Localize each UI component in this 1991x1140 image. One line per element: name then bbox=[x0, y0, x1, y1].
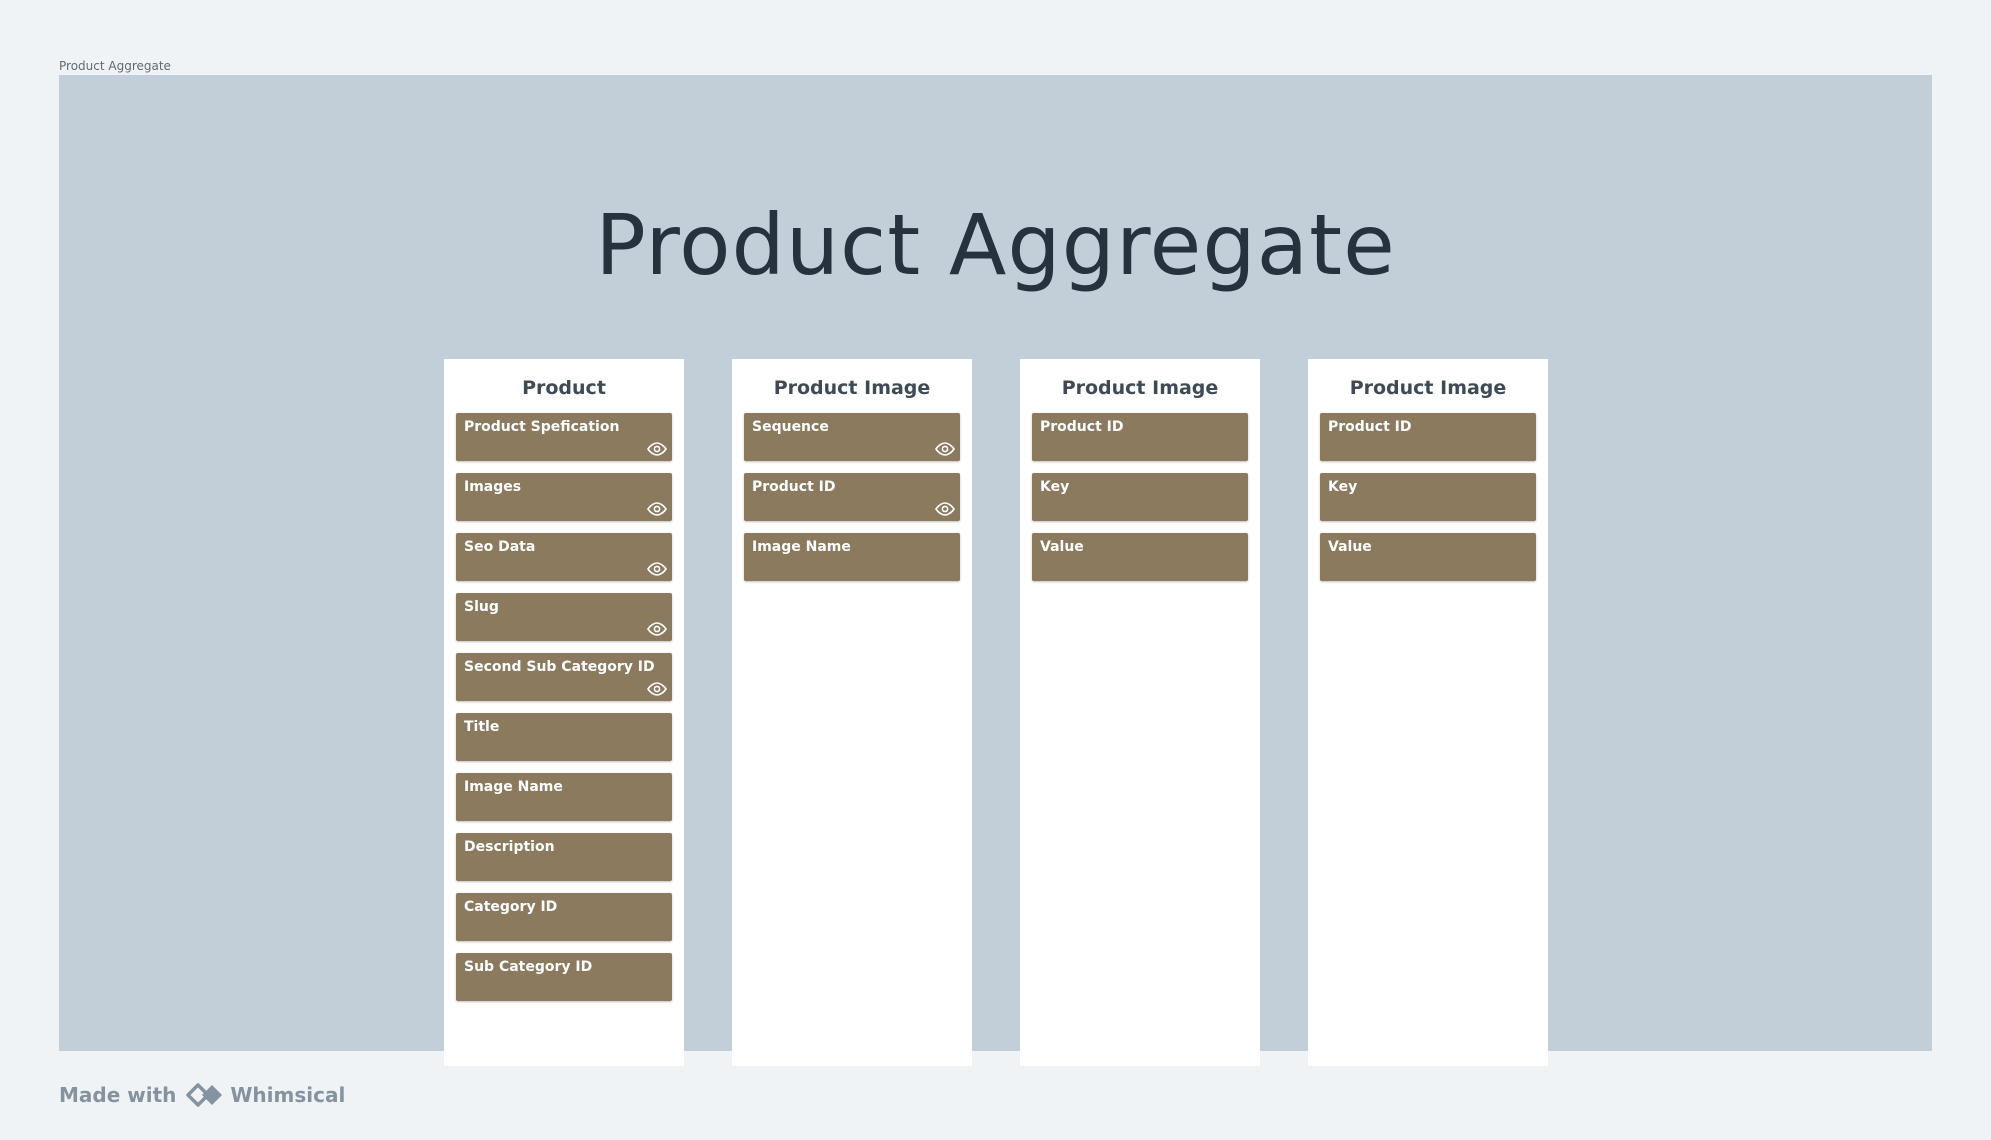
entity-card[interactable]: Value bbox=[1032, 533, 1248, 581]
card-label: Product ID bbox=[1328, 419, 1412, 435]
entity-card[interactable]: Sequence bbox=[744, 413, 960, 461]
column-title: Product bbox=[522, 377, 606, 399]
whimsical-logo-icon bbox=[186, 1083, 223, 1107]
entity-card[interactable]: Title bbox=[456, 713, 672, 761]
board-frame: Product Aggregate Product Product Spefic… bbox=[59, 75, 1932, 1066]
made-with-footer[interactable]: Made with Whimsical bbox=[59, 1080, 345, 1110]
card-label: Value bbox=[1040, 539, 1084, 555]
eye-icon[interactable] bbox=[935, 502, 955, 516]
card-label: Image Name bbox=[752, 539, 851, 555]
entity-card[interactable]: Category ID bbox=[456, 893, 672, 941]
card-label: Product Spefication bbox=[464, 419, 620, 435]
card-label: Key bbox=[1328, 479, 1358, 495]
card-label: Seo Data bbox=[464, 539, 536, 555]
eye-icon[interactable] bbox=[935, 442, 955, 456]
eye-icon[interactable] bbox=[647, 682, 667, 696]
entity-card[interactable]: Description bbox=[456, 833, 672, 881]
card-label: Value bbox=[1328, 539, 1372, 555]
entity-card[interactable]: Images bbox=[456, 473, 672, 521]
frame-label: Product Aggregate bbox=[59, 59, 171, 73]
entity-card[interactable]: Value bbox=[1320, 533, 1536, 581]
card-label: Product ID bbox=[752, 479, 836, 495]
entity-card[interactable]: Slug bbox=[456, 593, 672, 641]
column-title: Product Image bbox=[1061, 377, 1219, 399]
column-title: Product Image bbox=[773, 377, 931, 399]
entity-card[interactable]: Key bbox=[1032, 473, 1248, 521]
eye-icon[interactable] bbox=[647, 442, 667, 456]
eye-icon[interactable] bbox=[647, 502, 667, 516]
entity-card[interactable]: Second Sub Category ID bbox=[456, 653, 672, 701]
entity-card[interactable]: Product ID bbox=[1320, 413, 1536, 461]
card-label: Image Name bbox=[464, 779, 563, 795]
card-label: Images bbox=[464, 479, 522, 495]
column-title: Product Image bbox=[1349, 377, 1507, 399]
whimsical-brand: Whimsical bbox=[230, 1083, 346, 1107]
card-label: Category ID bbox=[464, 899, 558, 915]
card-label: Product ID bbox=[1040, 419, 1124, 435]
eye-icon[interactable] bbox=[647, 622, 667, 636]
made-with-label: Made with bbox=[59, 1083, 177, 1107]
eye-icon[interactable] bbox=[647, 562, 667, 576]
entity-card[interactable]: Sub Category ID bbox=[456, 953, 672, 1001]
entity-card[interactable]: Image Name bbox=[744, 533, 960, 581]
card-label: Sub Category ID bbox=[464, 959, 593, 975]
card-label: Second Sub Category ID bbox=[464, 659, 655, 675]
card-label: Description bbox=[464, 839, 555, 855]
entity-card[interactable]: Product ID bbox=[744, 473, 960, 521]
board-title: Product Aggregate bbox=[595, 196, 1396, 294]
entity-card[interactable]: Key bbox=[1320, 473, 1536, 521]
entity-card[interactable]: Product ID bbox=[1032, 413, 1248, 461]
entity-card[interactable]: Seo Data bbox=[456, 533, 672, 581]
entity-card[interactable]: Image Name bbox=[456, 773, 672, 821]
card-label: Sequence bbox=[752, 419, 829, 435]
card-label: Title bbox=[464, 719, 500, 735]
entity-card[interactable]: Product Spefication bbox=[456, 413, 672, 461]
card-label: Slug bbox=[464, 599, 499, 615]
card-label: Key bbox=[1040, 479, 1070, 495]
